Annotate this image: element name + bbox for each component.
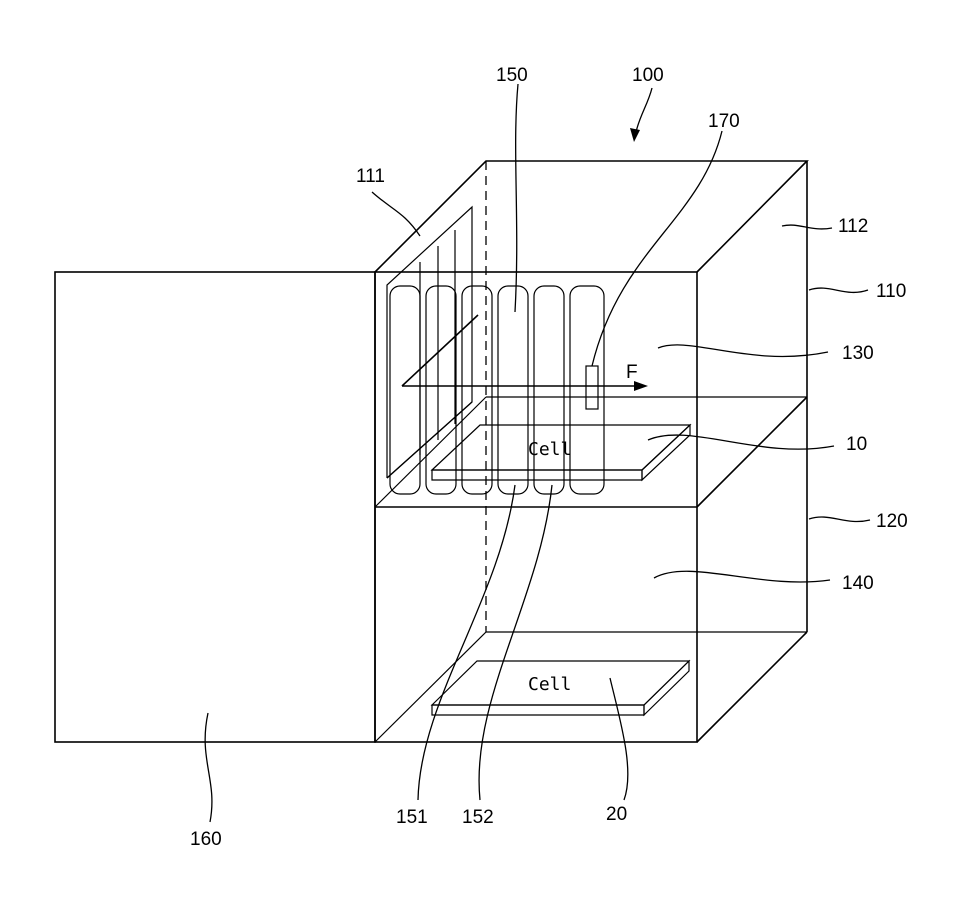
label-152: 152 xyxy=(462,807,494,828)
label-111: 111 xyxy=(356,166,385,187)
cell-20: Cell xyxy=(432,661,689,715)
label-150: 150 xyxy=(496,65,528,86)
label-10: 10 xyxy=(846,434,867,455)
label-110: 110 xyxy=(876,281,906,302)
label-112: 112 xyxy=(838,216,868,237)
label-170: 170 xyxy=(708,111,740,132)
panel-160 xyxy=(55,272,375,742)
label-100: 100 xyxy=(632,65,664,86)
label-130: 130 xyxy=(842,343,874,364)
label-120: 120 xyxy=(876,511,908,532)
cell-10: Cell xyxy=(432,425,690,480)
cell-upper-label: Cell xyxy=(528,439,571,460)
cabinet-body xyxy=(375,161,807,742)
label-140: 140 xyxy=(842,573,874,594)
sensor-170 xyxy=(586,366,598,409)
cell-lower-label: Cell xyxy=(528,674,571,695)
label-20: 20 xyxy=(606,804,627,825)
arrow-label: F xyxy=(626,362,638,383)
label-151: 151 xyxy=(396,807,428,828)
airflow-arrow-F: F xyxy=(402,315,648,391)
label-160: 160 xyxy=(190,829,222,850)
rack-150 xyxy=(390,286,604,494)
